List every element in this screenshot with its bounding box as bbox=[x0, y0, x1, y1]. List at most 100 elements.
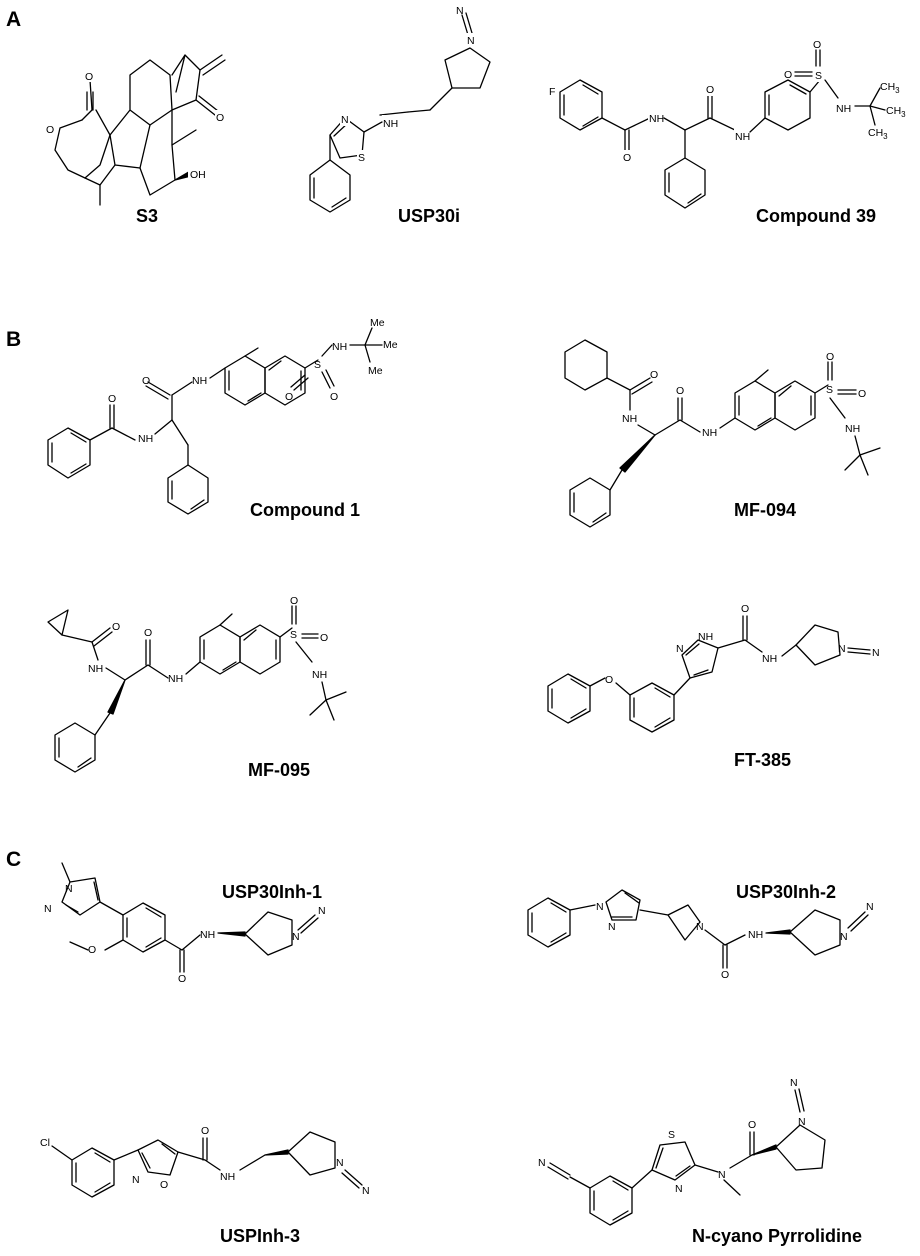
atom-n: N bbox=[44, 903, 52, 915]
compound-name-usp30inh-2: USP30Inh-2 bbox=[736, 882, 837, 902]
atom-n: N bbox=[456, 5, 464, 17]
compound-name-s3: S3 bbox=[136, 206, 159, 226]
atom-o: O bbox=[290, 595, 298, 607]
svg-text:CH3: CH3 bbox=[880, 81, 900, 95]
atom-ch3: CH bbox=[880, 81, 895, 93]
atom-n: N bbox=[676, 643, 684, 655]
panel-label-a: A bbox=[6, 8, 22, 31]
atom-n: N bbox=[840, 931, 848, 943]
structure-compound-39: F O NH O NH S O O NH CH3 CH3 bbox=[548, 39, 906, 209]
atom-n: N bbox=[538, 1157, 546, 1169]
structure-mf-095: O NH O NH S O O NH bbox=[47, 595, 347, 773]
atom-nh: NH bbox=[748, 929, 763, 941]
atom-o: O bbox=[201, 1125, 209, 1137]
atom-o: O bbox=[623, 152, 631, 164]
atom-n: N bbox=[65, 883, 73, 895]
atom-s: S bbox=[668, 1129, 675, 1141]
atom-n: N bbox=[336, 1157, 344, 1169]
atom-n: N bbox=[318, 905, 326, 917]
panel-label-b: B bbox=[6, 328, 22, 351]
structure-compound-1: O NH O NH S O O NH Me Me Me bbox=[47, 317, 398, 515]
compound-name-compound-1: Compound 1 bbox=[250, 500, 360, 520]
atom-o: O bbox=[285, 391, 293, 403]
compound-name-mf-095: MF-095 bbox=[248, 760, 311, 780]
atom-f: F bbox=[549, 86, 555, 98]
atom-o: O bbox=[46, 124, 54, 136]
atom-o: O bbox=[826, 351, 834, 363]
atom-o: O bbox=[721, 969, 729, 981]
atom-o: O bbox=[112, 621, 120, 633]
compound-name-usp30inh-1: USP30Inh-1 bbox=[222, 882, 323, 902]
compound-name-uspinh-3: USPInh-3 bbox=[220, 1226, 301, 1246]
atom-o: O bbox=[650, 369, 658, 381]
structure-usp30inh-2: N N N O NH N N bbox=[527, 889, 874, 981]
atom-nh: NH bbox=[735, 131, 750, 143]
atom-s: S bbox=[358, 152, 365, 164]
atom-o: O bbox=[178, 973, 186, 985]
atom-o: O bbox=[216, 112, 224, 124]
atom-o: O bbox=[605, 674, 613, 686]
atom-n: N bbox=[292, 931, 300, 943]
atom-n: N bbox=[341, 114, 349, 126]
atom-nh: NH bbox=[649, 113, 664, 125]
atom-nh: NH bbox=[383, 118, 398, 130]
atom-n: N bbox=[696, 921, 704, 933]
atom-nh: NH bbox=[192, 375, 207, 387]
atom-nh: NH bbox=[762, 653, 777, 665]
atom-n: N bbox=[132, 1174, 140, 1186]
atom-oh: OH bbox=[190, 169, 206, 181]
compound-name-mf-094: MF-094 bbox=[734, 500, 797, 520]
atom-s: S bbox=[290, 629, 297, 641]
panel-label-c: C bbox=[6, 848, 22, 871]
atom-nh: NH bbox=[312, 669, 327, 681]
atom-cl: Cl bbox=[40, 1137, 50, 1149]
atom-n: N bbox=[718, 1169, 726, 1181]
atom-o: O bbox=[144, 627, 152, 639]
atom-o: O bbox=[784, 69, 792, 81]
atom-nh: NH bbox=[702, 427, 717, 439]
atom-o: O bbox=[858, 388, 866, 400]
atom-nh: NH bbox=[168, 673, 183, 685]
atom-o: O bbox=[330, 391, 338, 403]
atom-o: O bbox=[108, 393, 116, 405]
structure-usp30inh-1: N N O O NH N N bbox=[44, 862, 326, 985]
atom-n: N bbox=[675, 1183, 683, 1195]
atom-nh: NH bbox=[836, 103, 851, 115]
atom-n: N bbox=[362, 1185, 370, 1197]
structure-s3: O O O OH bbox=[44, 54, 227, 206]
atom-nh: NH bbox=[622, 413, 637, 425]
compound-name-ft-385: FT-385 bbox=[734, 750, 792, 770]
atom-n: N bbox=[790, 1077, 798, 1089]
atom-o: O bbox=[88, 944, 96, 956]
compound-name-n-cyano-pyrrolidine: N-cyano Pyrrolidine bbox=[692, 1226, 863, 1246]
atom-n: N bbox=[866, 901, 874, 913]
atom-n: N bbox=[608, 921, 616, 933]
atom-s: S bbox=[826, 384, 833, 396]
atom-n: N bbox=[596, 901, 604, 913]
atom-nh: NH bbox=[220, 1171, 235, 1183]
structure-ft-385: O N NH O NH N N bbox=[547, 603, 880, 733]
atom-s: S bbox=[815, 70, 822, 82]
atom-o: O bbox=[741, 603, 749, 615]
svg-text:CH3: CH3 bbox=[886, 105, 906, 119]
atom-nh: NH bbox=[845, 423, 860, 435]
compound-name-usp30i: USP30i bbox=[398, 206, 461, 226]
atom-ch3: CH bbox=[886, 105, 901, 117]
atom-o: O bbox=[160, 1179, 168, 1191]
atom-n: N bbox=[467, 35, 475, 47]
atom-o: O bbox=[813, 39, 821, 51]
svg-text:CH3: CH3 bbox=[868, 127, 888, 141]
atom-ch3: CH bbox=[868, 127, 883, 139]
atom-s: S bbox=[314, 359, 321, 371]
atom-o: O bbox=[676, 385, 684, 397]
structure-uspinh-3: Cl N O O NH N N bbox=[40, 1125, 370, 1198]
atom-o: O bbox=[706, 84, 714, 96]
atom-o: O bbox=[142, 375, 150, 387]
atom-me: Me bbox=[368, 365, 383, 377]
atom-me: Me bbox=[370, 317, 385, 329]
atom-nh: NH bbox=[332, 341, 347, 353]
atom-me: Me bbox=[383, 339, 398, 351]
atom-nh: NH bbox=[88, 663, 103, 675]
atom-nh: NH bbox=[138, 433, 153, 445]
